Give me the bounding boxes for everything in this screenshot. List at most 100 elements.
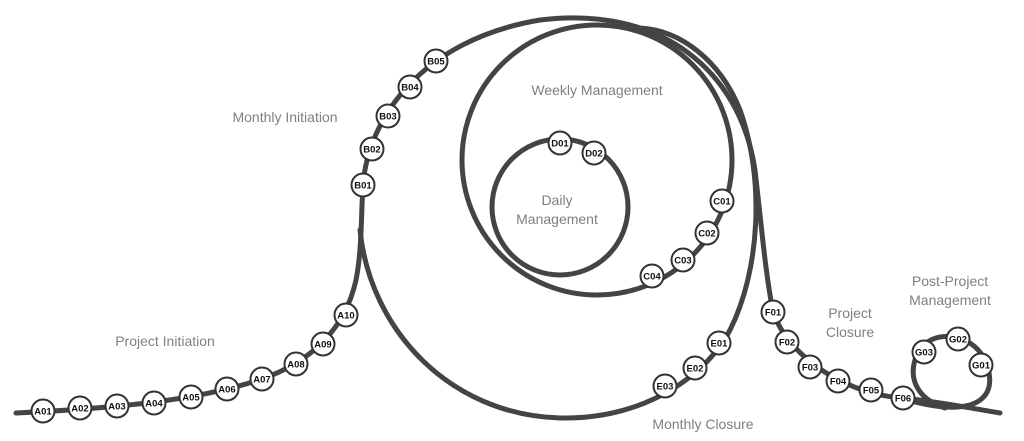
node-label: C03 <box>674 256 691 267</box>
node-circle <box>694 220 720 246</box>
node-circle <box>945 326 971 352</box>
node-label: A10 <box>337 311 354 322</box>
node-label: A04 <box>145 399 163 410</box>
node-label: A06 <box>218 385 235 396</box>
node-circle <box>670 247 696 273</box>
label-project-closure-2: Closure <box>825 324 875 340</box>
node-circle <box>359 136 385 162</box>
node-b05: B05 <box>423 48 449 74</box>
node-e01: E01 <box>706 330 732 356</box>
node-a06: A06 <box>214 376 240 402</box>
label-daily-management-2: Management <box>516 211 598 227</box>
node-label: B04 <box>401 83 419 94</box>
node-d01: D01 <box>547 130 573 156</box>
node-label: G03 <box>915 348 933 359</box>
node-circle <box>709 188 735 214</box>
node-a02: A02 <box>67 395 93 421</box>
node-c04: C04 <box>639 263 665 289</box>
node-b01: B01 <box>350 172 376 198</box>
node-label: E03 <box>657 382 674 393</box>
node-circle <box>67 395 93 421</box>
node-label: B02 <box>363 145 380 156</box>
node-g02: G02 <box>945 326 971 352</box>
node-label: G02 <box>949 335 967 346</box>
node-circle <box>797 354 823 380</box>
node-circle <box>858 377 884 403</box>
node-circle <box>397 74 423 100</box>
node-f03: F03 <box>797 354 823 380</box>
node-label: A07 <box>253 375 270 386</box>
label-project-initiation: Project Initiation <box>115 333 215 349</box>
node-label: B03 <box>379 112 396 123</box>
node-a07: A07 <box>249 366 275 392</box>
node-label: F06 <box>895 394 911 405</box>
node-label: G01 <box>972 361 991 372</box>
node-circle <box>682 355 708 381</box>
node-label: F02 <box>779 338 795 349</box>
node-label: B05 <box>427 57 445 68</box>
node-circle <box>30 398 56 424</box>
node-c03: C03 <box>670 247 696 273</box>
node-circle <box>141 390 167 416</box>
node-a08: A08 <box>283 351 309 377</box>
node-d02: D02 <box>581 140 607 166</box>
weekly-loop <box>459 22 735 298</box>
node-label: A05 <box>182 393 200 404</box>
label-project-closure-1: Project <box>828 305 872 321</box>
node-circle <box>249 366 275 392</box>
node-f04: F04 <box>825 368 851 394</box>
label-daily-management-1: Daily <box>541 192 573 208</box>
node-e03: E03 <box>652 373 678 399</box>
node-a01: A01 <box>30 398 56 424</box>
node-circle <box>423 48 449 74</box>
node-label: D01 <box>551 139 569 150</box>
node-f06: F06 <box>890 385 916 411</box>
node-circle <box>774 329 800 355</box>
node-circle <box>310 331 336 357</box>
node-f01: F01 <box>760 299 786 325</box>
node-circle <box>968 352 994 378</box>
node-g03: G03 <box>911 339 937 365</box>
node-circle <box>760 299 786 325</box>
node-label: C02 <box>698 229 715 240</box>
label-monthly-closure: Monthly Closure <box>652 416 754 432</box>
node-circle <box>911 339 937 365</box>
node-circle <box>890 385 916 411</box>
node-a03: A03 <box>104 393 130 419</box>
node-circle <box>350 172 376 198</box>
node-label: E01 <box>711 339 729 350</box>
node-a05: A05 <box>178 384 204 410</box>
node-a09: A09 <box>310 331 336 357</box>
node-f02: F02 <box>774 329 800 355</box>
node-circle <box>706 330 732 356</box>
node-label: A01 <box>34 407 52 418</box>
label-weekly-management: Weekly Management <box>531 82 663 98</box>
node-label: A09 <box>314 340 331 351</box>
node-b03: B03 <box>375 103 401 129</box>
node-c02: C02 <box>694 220 720 246</box>
node-circle <box>283 351 309 377</box>
label-post-project-1: Post-Project <box>911 273 989 289</box>
node-c01: C01 <box>709 188 735 214</box>
node-a04: A04 <box>141 390 167 416</box>
node-label: C04 <box>643 272 661 283</box>
node-label: F05 <box>863 386 880 397</box>
node-label: D02 <box>585 149 602 160</box>
node-e02: E02 <box>682 355 708 381</box>
label-monthly-initiation: Monthly Initiation <box>232 109 338 125</box>
node-circle <box>104 393 130 419</box>
node-circle <box>825 368 851 394</box>
node-circle <box>581 140 607 166</box>
node-label: F04 <box>830 377 847 388</box>
node-circle <box>333 302 359 328</box>
node-label: B01 <box>354 181 372 192</box>
node-label: F03 <box>802 363 818 374</box>
node-circle <box>639 263 665 289</box>
label-post-project-2: Management <box>909 292 991 308</box>
node-b04: B04 <box>397 74 423 100</box>
node-label: C01 <box>713 197 731 208</box>
node-circle <box>375 103 401 129</box>
node-label: A02 <box>71 404 88 415</box>
node-label: A03 <box>108 402 125 413</box>
